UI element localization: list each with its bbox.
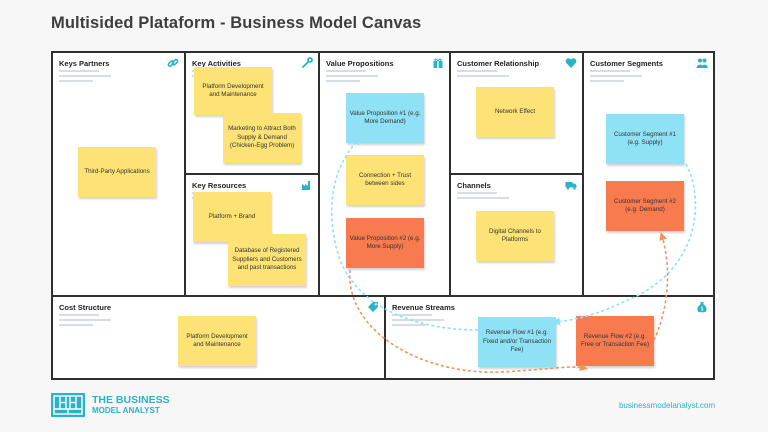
block-title: Customer Relationship [457,59,540,68]
sticky-note: Customer Segment #2 (e.g. Demand) [606,181,684,231]
money-bag-icon: $ [697,302,707,312]
logo-line-1: THE BUSINESS [92,394,170,406]
website-link[interactable]: businessmodelanalyst.com [618,401,715,410]
block-key-partners: Keys Partners [51,51,186,297]
business-model-canvas: Keys Partners Key Activities Key Resourc… [51,51,715,380]
block-title: Keys Partners [59,59,110,68]
placeholder-lines [59,70,111,85]
factory-icon [302,181,310,190]
sticky-note: Platform Development and Maintenance [178,316,256,366]
placeholder-lines [392,314,444,329]
placeholder-lines [326,70,378,85]
logo-line-2: MODEL ANALYST [92,405,160,415]
block-customer-segments: Customer Segments [582,51,715,297]
heart-icon [565,58,577,68]
link-icon [167,58,179,67]
page-title: Multisided Plataform - Business Model Ca… [51,14,422,32]
sticky-note: Marketing to Attract Both Supply & Deman… [223,113,301,163]
placeholder-lines [457,70,509,80]
sticky-note: Platform + Brand [193,192,271,242]
logo-text: THE BUSINESS MODEL ANALYST [92,394,170,415]
block-title: Value Propositions [326,59,394,68]
sticky-note: Database of Registered Suppliers and Cus… [228,234,306,286]
block-title: Revenue Streams [392,303,455,312]
block-title: Key Resources [192,181,247,190]
sticky-note: Digital Channels to Platforms [476,211,554,261]
sticky-note: Value Proposition #2 (e.g. More Supply) [346,218,424,268]
block-title: Channels [457,181,491,190]
sticky-note: Revenue Flow #2 (e.g. Free or Transactio… [576,316,654,366]
users-icon [696,58,708,68]
sticky-note: Connection + Trust between sides [346,155,424,205]
sticky-note: Revenue Flow #1 (e.g. Fixed and/or Trans… [478,317,556,367]
gift-icon [433,58,443,68]
sticky-note: Platform Development and Maintenance [194,67,272,115]
truck-icon [565,182,577,190]
svg-text:$: $ [701,306,704,312]
sticky-note: Value Proposition #1 (e.g. More Demand) [346,93,424,143]
placeholder-lines [59,314,111,329]
block-title: Cost Structure [59,303,112,312]
placeholder-lines [457,192,509,202]
placeholder-lines [590,70,642,85]
block-title: Key Activities [192,59,241,68]
sticky-note: Network Effect [476,87,554,137]
sticky-note: Customer Segment #1 (e.g. Supply) [606,114,684,164]
block-title: Customer Segments [590,59,663,68]
logo-grid-icon [51,393,85,417]
wrench-icon [302,57,313,68]
tag-icon [368,302,378,312]
sticky-note: Third-Party Applications [78,147,156,197]
